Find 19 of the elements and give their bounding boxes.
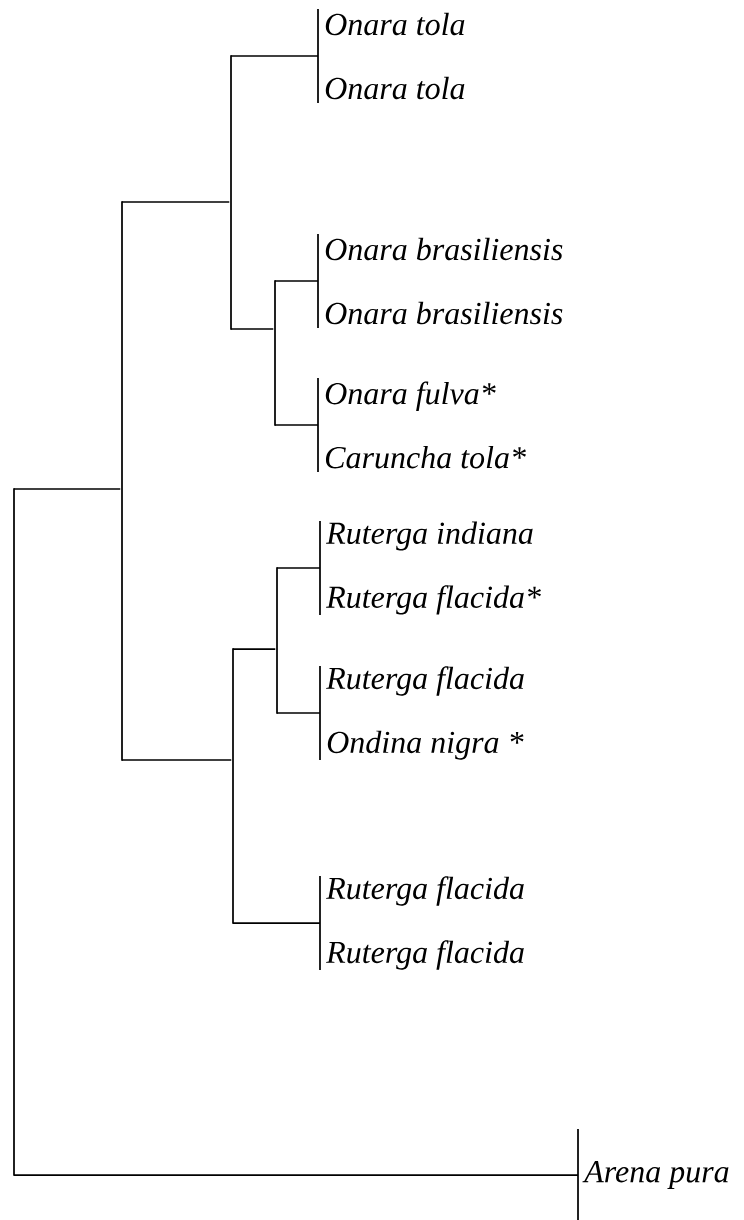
branch-line <box>232 648 277 650</box>
taxon-label: Onara tola Onara tola <box>317 8 465 104</box>
taxon-label: Ruterga indiana Ruterga flacida* <box>319 520 541 616</box>
branch-line <box>13 488 122 490</box>
branch-line <box>274 424 319 426</box>
taxon-label: Arena pura <box>577 1128 729 1220</box>
branch-line <box>13 1174 579 1176</box>
branch-line <box>274 280 319 282</box>
taxon-label: Ruterga flacida Ondina nigra * <box>319 665 524 761</box>
branch-line <box>121 201 231 203</box>
branch-line <box>276 567 321 569</box>
branch-line <box>230 55 319 57</box>
taxon-label: Ruterga flacida Ruterga flacida <box>319 875 524 971</box>
branch-line <box>276 712 321 714</box>
branch-line <box>232 922 321 924</box>
branch-line <box>121 759 233 761</box>
taxon-label: Onara brasiliensis Onara brasiliensis <box>317 233 563 329</box>
branch-line <box>230 328 275 330</box>
taxon-label: Onara fulva* Caruncha tola* <box>317 377 526 473</box>
